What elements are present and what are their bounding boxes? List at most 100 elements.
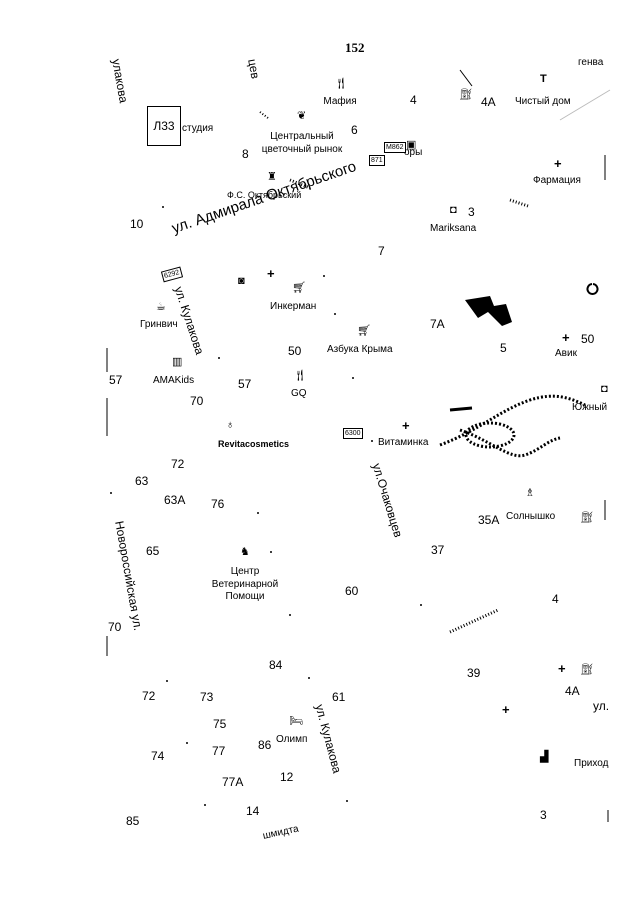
laundry-icon: ◙ <box>238 275 245 287</box>
house-number: 3 <box>540 808 547 822</box>
poi-mafia[interactable]: Мафия <box>323 96 357 107</box>
poi-mariksana[interactable]: Mariksana <box>430 223 477 234</box>
shopping-bag-icon: ▣ <box>406 139 417 151</box>
house-number: 50 <box>581 332 595 346</box>
poi-grinvich[interactable]: Гринвич <box>140 319 178 330</box>
house-number: 39 <box>467 666 481 680</box>
house-number: 65 <box>146 544 160 558</box>
address-dot <box>166 680 168 682</box>
route-badge-6300: 6300 <box>343 428 363 439</box>
fork-knife-icon: 🍴︎ <box>334 78 348 90</box>
pharmacy-cross-icon: + <box>402 418 410 433</box>
house-number: 73 <box>200 690 214 704</box>
house-number: 4 <box>410 93 417 107</box>
address-dot <box>257 512 259 514</box>
fuel-pump-icon: ⛽︎ <box>459 89 473 101</box>
poi-gen[interactable]: генва <box>578 57 604 68</box>
poi-solnyshko[interactable]: Солнышко <box>506 511 556 522</box>
house-number: 3 <box>468 205 475 219</box>
house-number: 4А <box>565 684 580 698</box>
fountain-icon <box>586 283 599 295</box>
pharmacy-cross-icon: + <box>562 330 570 345</box>
shopping-bag-icon: ◘ <box>601 383 608 395</box>
house-number: 86 <box>258 738 272 752</box>
poi-gq[interactable]: GQ <box>291 388 307 399</box>
railway-loop <box>464 421 516 449</box>
address-dot <box>346 800 348 802</box>
shopping-bag-icon: ◘ <box>450 204 457 216</box>
house-number: 63 <box>135 474 149 488</box>
address-dot <box>420 604 422 606</box>
railway-track <box>289 178 311 190</box>
poi-farmacia[interactable]: Фармация <box>533 175 581 186</box>
poi-chisty-dom[interactable]: Чистый дом <box>515 96 571 107</box>
house-number: 75 <box>213 717 227 731</box>
poi-amakids[interactable]: AMAKids <box>153 375 195 386</box>
poi-yuzhny[interactable]: Южный <box>572 402 608 413</box>
house-number: 6 <box>351 123 358 137</box>
address-dot <box>352 377 354 379</box>
house-number: 5 <box>500 341 507 355</box>
house-number: 50 <box>288 344 302 358</box>
poi-revita[interactable]: Revitacosmetics <box>218 439 290 449</box>
flower-icon: ❦ <box>297 110 307 122</box>
poi-vitaminka[interactable]: Витаминка <box>378 437 429 448</box>
dog-icon: ♞ <box>240 546 250 558</box>
address-dot <box>289 614 291 616</box>
address-dot <box>218 357 220 359</box>
road-edge <box>449 406 473 412</box>
house-number: 7А <box>430 317 445 331</box>
fuel-pump-icon: ⛽︎ <box>580 512 594 524</box>
pharmacy-cross-icon: + <box>267 266 275 281</box>
poi-avik[interactable]: Авик <box>555 348 577 359</box>
shopping-cart-icon: 🛒︎ <box>292 282 306 294</box>
laundry-icon: T <box>540 73 547 85</box>
railway-track <box>439 394 586 447</box>
house-number: 76 <box>211 497 225 511</box>
poi-ory[interactable]: оры <box>404 147 423 158</box>
road-edge <box>459 69 473 87</box>
page-number: 152 <box>345 40 365 55</box>
street-tsev: цев <box>245 57 263 80</box>
address-dot <box>162 206 164 208</box>
address-dot <box>270 551 272 553</box>
house-number: 70 <box>190 394 204 408</box>
monument-icon: ♜ <box>267 171 277 183</box>
railway-track <box>449 608 499 634</box>
poi-inkerman[interactable]: Инкерман <box>270 301 317 312</box>
house-number: 77 <box>212 744 226 758</box>
grid-cell-label: Л33 <box>147 106 181 146</box>
house-number: 57 <box>238 377 252 391</box>
pharmacy-cross-icon: + <box>558 661 566 676</box>
poi-studio[interactable]: студия <box>182 123 214 134</box>
house-number: 77А <box>222 775 244 789</box>
house-number: 35А <box>478 513 500 527</box>
shopping-cart-icon: 🛒︎ <box>357 325 371 337</box>
address-dot <box>308 677 310 679</box>
poi-vet-center[interactable]: Центр Ветеринарной Помощи <box>211 566 279 602</box>
poi-prihod[interactable]: Приход <box>574 758 609 769</box>
poi-olimp[interactable]: Олимп <box>276 734 308 745</box>
road-edge <box>559 89 611 121</box>
house-number: 10 <box>130 217 144 231</box>
address-dot <box>371 440 373 442</box>
perfume-icon: ♁ <box>226 419 235 431</box>
house-number: 84 <box>269 658 283 672</box>
house-number: 14 <box>246 804 260 818</box>
address-dot <box>110 492 112 494</box>
pharmacy-cross-icon: + <box>554 156 562 171</box>
house-number: 72 <box>171 457 185 471</box>
house-number: 61 <box>332 690 346 704</box>
pharmacy-cross-icon: + <box>502 702 510 717</box>
poi-fs-oktyabrsky[interactable]: Ф.С. Октябрьский <box>227 190 302 200</box>
house-number: 4А <box>481 95 496 109</box>
house-number: 72 <box>142 689 156 703</box>
house-number: 4 <box>552 592 559 606</box>
address-dot <box>323 275 325 277</box>
poi-azbuka[interactable]: Азбука Крыма <box>327 344 393 355</box>
poi-flower-market[interactable]: Центральный цветочный рынок <box>261 131 343 155</box>
route-badge-m862: М862 <box>384 142 406 153</box>
railway-track <box>259 111 269 119</box>
